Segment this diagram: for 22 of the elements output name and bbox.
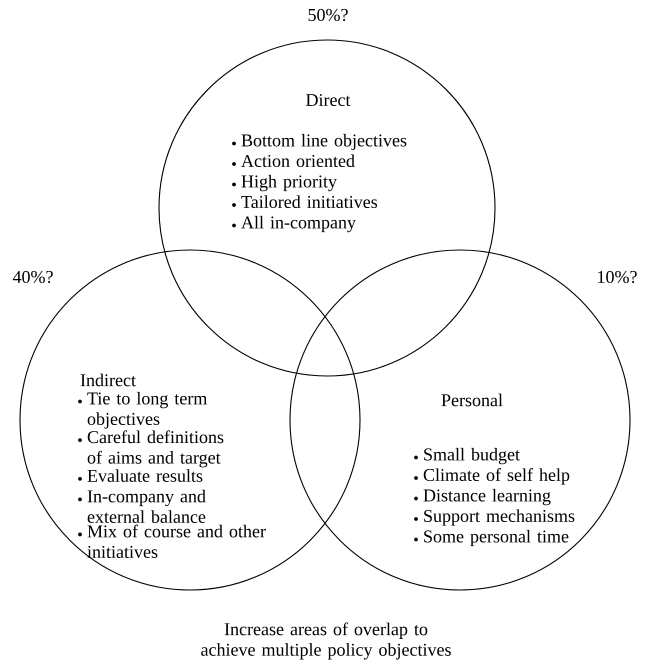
bullet-item: All in-company [232, 216, 356, 232]
bullet-item: Bottom line objectives [232, 134, 406, 150]
percentage-label: 40%? [12, 270, 53, 284]
bullet-item: Tie to long term objectives [78, 392, 208, 429]
bullet-item: Tailored initiatives [232, 195, 378, 208]
bullet-item: Some personal time [414, 530, 568, 546]
bullet-item: Careful definitions of aims and target [78, 430, 224, 468]
percentage-label: 50%? [308, 8, 348, 22]
circle-heading: Indirect [80, 374, 136, 386]
bullet-item: Distance learning [414, 488, 551, 506]
bullet-item: High priority [232, 174, 337, 192]
bullet-item: Small budget [414, 448, 520, 464]
bullet-item: Support mechanisms [414, 509, 574, 526]
percentage-label: 10%? [598, 270, 637, 284]
bullet-item: Action oriented [232, 154, 355, 168]
bullet-item: Climate of self help [414, 468, 570, 485]
bullet-item: Evaluate results [78, 469, 202, 482]
bullet-item: Mix of course and other initiatives [78, 524, 266, 558]
bullet-item: In-company and external balance [78, 490, 206, 523]
caption: Increase areas of overlap to achieve multiple policy objectives [201, 622, 451, 660]
circle-heading: Direct [306, 94, 350, 106]
circle-heading: Personal [442, 394, 503, 406]
